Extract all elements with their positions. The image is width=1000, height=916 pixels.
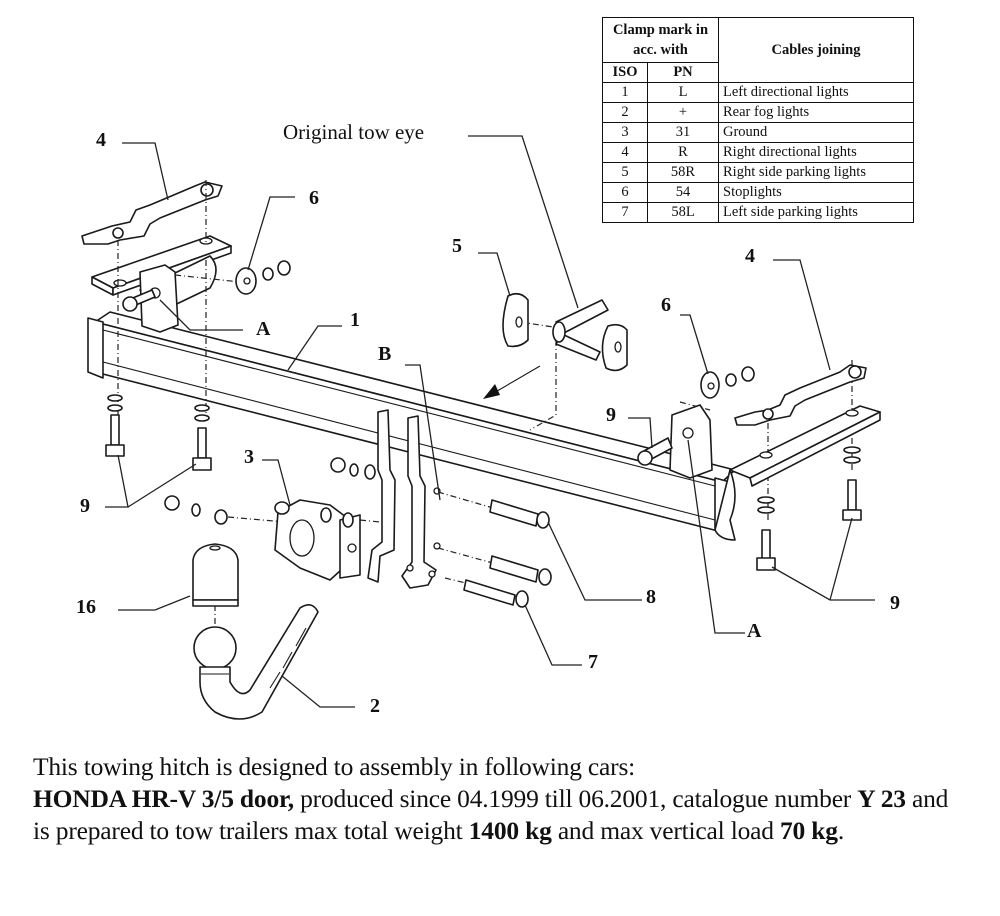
pn-cell: L <box>647 82 719 103</box>
callout-7-bolt: 7 <box>588 651 598 673</box>
callout-3-socket-plate: 3 <box>244 446 254 468</box>
table-header-row: Clamp mark in acc. with Cables joining <box>602 17 914 83</box>
direction-arrow <box>483 365 541 399</box>
cables-joining-header: Cables joining <box>718 17 914 83</box>
assembly-line-bolts <box>437 491 501 585</box>
cable-joining-table: Clamp mark in acc. with Cables joining I… <box>602 17 914 223</box>
iso-header: ISO <box>602 62 648 83</box>
callout-1-crossbar: 1 <box>350 309 360 331</box>
cable-desc-cell: Left side parking lights <box>718 202 914 223</box>
table-row: 6 54 Stoplights <box>602 182 914 203</box>
car-model: HONDA HR-V 3/5 door, <box>33 784 294 813</box>
hitch-description: This towing hitch is designed to assembl… <box>33 751 963 847</box>
ball-cover <box>192 543 239 607</box>
original-tow-eye-label: Original tow eye <box>283 120 425 144</box>
pn-cell: 31 <box>647 122 719 143</box>
iso-cell: 6 <box>602 182 648 203</box>
iso-cell: 3 <box>602 122 648 143</box>
socket-plate <box>274 499 361 581</box>
leader-lines <box>105 135 875 708</box>
left-bolts <box>105 394 212 471</box>
production-period: produced since 04.1999 till 06.2001, cat… <box>293 784 858 813</box>
callout-9-left-bolts: 9 <box>80 495 90 517</box>
cable-desc-cell: Ground <box>718 122 914 143</box>
pn-cell: 54 <box>647 182 719 203</box>
right-strap <box>734 364 867 426</box>
assembly-line-socket <box>227 516 381 523</box>
pn-header: PN <box>647 62 719 83</box>
callout-5-tow-eye-plates: 5 <box>452 235 462 257</box>
callout-4-left-strap: 4 <box>96 129 106 151</box>
callout-6-left-washers: 6 <box>309 187 319 209</box>
table-row: 4 R Right directional lights <box>602 142 914 163</box>
description-intro: This towing hitch is designed to assembl… <box>33 752 636 781</box>
tow-eye-plates <box>502 292 628 372</box>
tow-capacity-text: and is prepared to tow trailers max tota… <box>33 784 949 845</box>
table-subheader-row: ISO PN <box>602 62 914 83</box>
clamp-mark-header: Clamp mark in acc. with <box>602 17 719 63</box>
right-bolts <box>756 446 862 571</box>
table-row: 3 31 Ground <box>602 122 914 143</box>
pn-cell: R <box>647 142 719 163</box>
socket-hardware <box>164 457 376 525</box>
cable-desc-cell: Rear fog lights <box>718 102 914 123</box>
table-row: 2 + Rear fog lights <box>602 102 914 123</box>
assembly-line-tow-eye <box>519 321 561 431</box>
cable-desc-cell: Right directional lights <box>718 142 914 163</box>
max-vertical-load: 70 kg <box>780 816 838 845</box>
cable-desc-cell: Stoplights <box>718 182 914 203</box>
catalogue-number: Y 23 <box>857 784 906 813</box>
callout-16-ball-cover: 16 <box>76 596 96 618</box>
left-strap <box>81 181 223 245</box>
table-row: 1 L Left directional lights <box>602 82 914 103</box>
center-brackets <box>367 409 441 589</box>
pn-cell: 58R <box>647 162 719 183</box>
callout-a-left: A <box>256 318 271 340</box>
right-washer-set <box>700 366 755 399</box>
ball-neck <box>193 604 319 720</box>
pn-cell: + <box>647 102 719 123</box>
callout-6-right-washers: 6 <box>661 294 671 316</box>
max-total-weight: 1400 kg <box>468 816 552 845</box>
table-row: 5 58R Right side parking lights <box>602 162 914 183</box>
callout-9-right-bolts: 9 <box>890 592 900 614</box>
towbar-exploded-diagram <box>81 135 881 720</box>
callout-4-right-strap: 4 <box>745 245 755 267</box>
left-mount-bracket <box>91 235 232 333</box>
iso-cell: 4 <box>602 142 648 163</box>
callout-2-ball-neck: 2 <box>370 695 380 717</box>
callout-9-right-upper-bolt: 9 <box>606 404 616 426</box>
bolts-8-7 <box>463 499 552 608</box>
right-mount-bracket <box>637 404 881 541</box>
original-tow-eye <box>552 299 609 361</box>
callout-a-right: A <box>747 620 762 642</box>
cable-desc-cell: Left directional lights <box>718 82 914 103</box>
sentence-end: . <box>837 816 844 845</box>
pn-cell: 58L <box>647 202 719 223</box>
iso-cell: 5 <box>602 162 648 183</box>
vertical-load-text: and max vertical load <box>551 816 780 845</box>
table-row: 7 58L Left side parking lights <box>602 202 914 223</box>
iso-cell: 1 <box>602 82 648 103</box>
description-details: HONDA HR-V 3/5 door, produced since 04.1… <box>33 783 963 847</box>
left-washer-set <box>235 260 291 295</box>
assembly-line-washer-left <box>174 274 241 283</box>
cable-desc-cell: Right side parking lights <box>718 162 914 183</box>
iso-cell: 2 <box>602 102 648 123</box>
callout-b-point: B <box>378 343 392 365</box>
callout-8-bolts: 8 <box>646 586 656 608</box>
iso-cell: 7 <box>602 202 648 223</box>
